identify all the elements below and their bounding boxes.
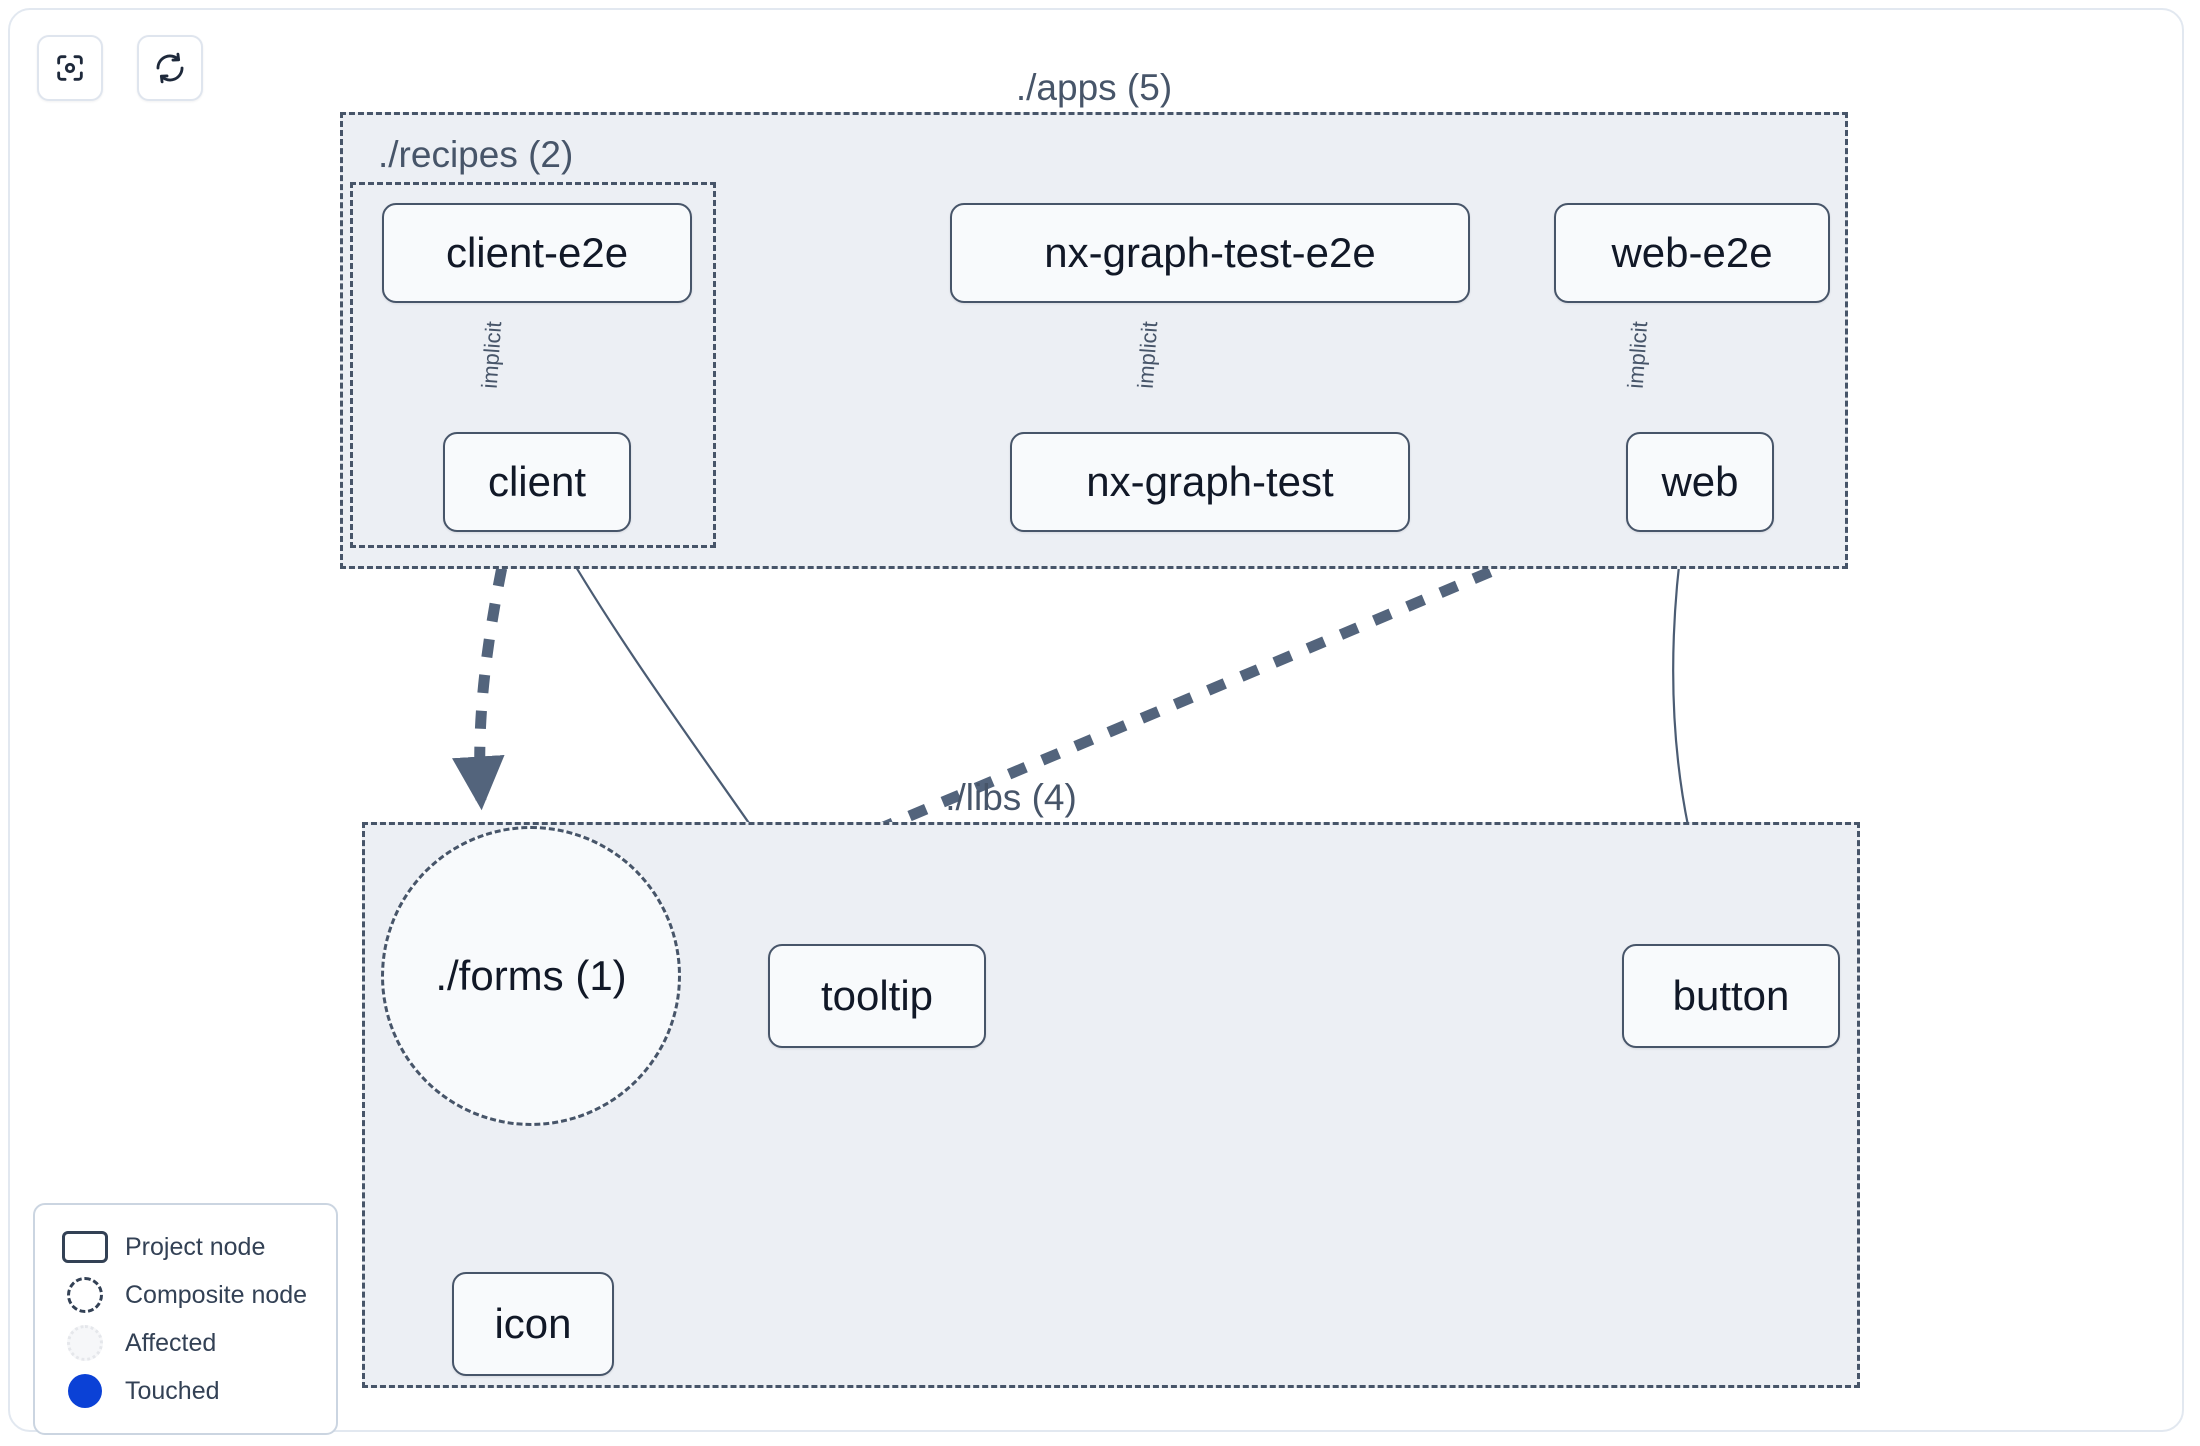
graph-toolbar — [37, 35, 203, 101]
legend-item-project-node: Project node — [57, 1223, 316, 1271]
focus-target-icon — [53, 51, 87, 85]
node-label: nx-graph-test — [1086, 458, 1334, 505]
graph-node-client-e2e[interactable]: client-e2e — [382, 203, 692, 303]
focus-graph-button[interactable] — [37, 35, 103, 101]
graph-node-client[interactable]: client — [443, 432, 631, 532]
edge-label-web-e2e-to-web: implicit — [1622, 320, 1653, 390]
affected-swatch-icon — [57, 1325, 113, 1361]
graph-node-nx-graph-test[interactable]: nx-graph-test — [1010, 432, 1410, 532]
graph-legend: Project node Composite node Affected Tou… — [33, 1203, 338, 1435]
legend-label: Affected — [125, 1328, 217, 1357]
legend-label: Touched — [125, 1376, 220, 1405]
edge-label-client-e2e-to-client: implicit — [476, 320, 507, 390]
node-label: icon — [494, 1300, 572, 1347]
edge-client-to-forms[interactable] — [452, 531, 515, 811]
node-label: button — [1672, 972, 1790, 1019]
legend-item-touched: Touched — [57, 1367, 316, 1415]
graph-node-icon[interactable]: icon — [452, 1272, 614, 1376]
legend-label: Project node — [125, 1232, 266, 1261]
group-label-libs: ./libs (4) — [945, 777, 1077, 818]
group-label-apps: ./apps (5) — [1015, 67, 1173, 108]
graph-node-tooltip[interactable]: tooltip — [768, 944, 986, 1048]
node-label: ./forms (1) — [435, 952, 627, 999]
edge-label-nx-graph-test-e2e-to-nx-graph-test: implicit — [1132, 320, 1163, 390]
node-label: client — [487, 458, 587, 505]
legend-item-affected: Affected — [57, 1319, 316, 1367]
project-node-swatch-icon — [57, 1231, 113, 1263]
legend-label: Composite node — [125, 1280, 308, 1309]
group-label-recipes: ./recipes (2) — [378, 134, 574, 175]
node-label: nx-graph-test-e2e — [1044, 229, 1376, 276]
refresh-icon — [153, 51, 187, 85]
graph-node-nx-graph-test-e2e[interactable]: nx-graph-test-e2e — [950, 203, 1470, 303]
node-label: web — [1661, 458, 1739, 505]
graph-node-web-e2e[interactable]: web-e2e — [1554, 203, 1830, 303]
graph-node-button[interactable]: button — [1622, 944, 1840, 1048]
legend-item-composite-node: Composite node — [57, 1271, 316, 1319]
node-label: web-e2e — [1611, 229, 1773, 276]
graph-node-forms-composite[interactable]: ./forms (1) — [381, 826, 681, 1126]
node-label: client-e2e — [445, 229, 629, 276]
graph-node-web[interactable]: web — [1626, 432, 1774, 532]
touched-swatch-icon — [57, 1374, 113, 1408]
refresh-graph-button[interactable] — [137, 35, 203, 101]
node-label: tooltip — [820, 972, 934, 1019]
composite-node-swatch-icon — [57, 1277, 113, 1313]
